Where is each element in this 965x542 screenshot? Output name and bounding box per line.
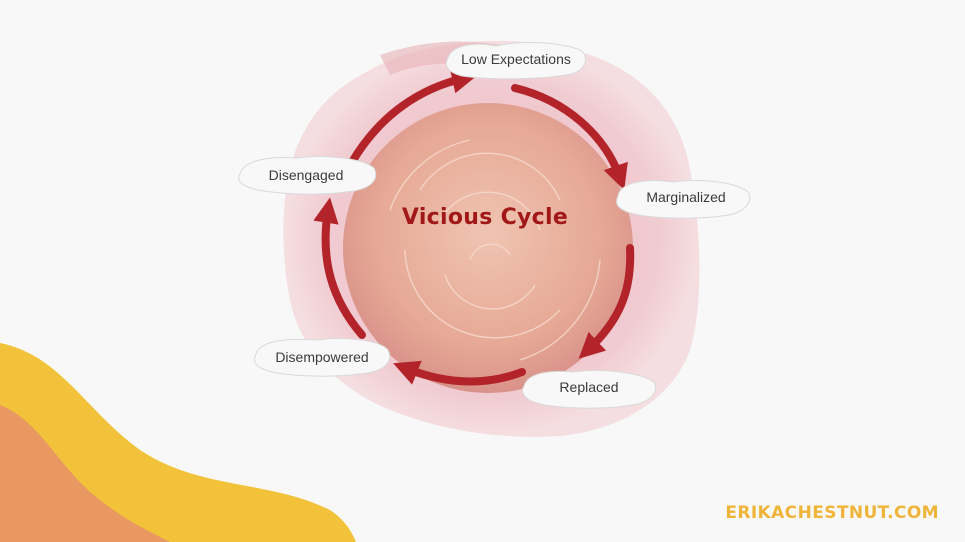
arrow-to-low-expectations [348, 68, 478, 166]
stage-label-replaced: Replaced [559, 379, 619, 395]
arrow-to-marginalized [511, 84, 628, 191]
cloud-disempowered [254, 337, 391, 377]
brand-url: ERIKACHESTNUT.COM [725, 503, 939, 523]
center-circle [343, 103, 633, 393]
arrow-to-disempowered [393, 360, 526, 386]
arrow-to-replaced [578, 244, 635, 359]
cloud-replaced [522, 370, 656, 409]
stage-label-disengaged: Disengaged [268, 167, 344, 183]
arrow-to-disengaged [313, 197, 366, 339]
label-clouds [238, 42, 751, 409]
stage-label-marginalized: Marginalized [646, 189, 726, 205]
stage-label-low-expectations: Low Expectations [461, 51, 571, 67]
cloud-disengaged [238, 156, 377, 195]
cloud-low-expectations [445, 42, 587, 80]
wave-orange [0, 405, 170, 542]
cloud-marginalized [616, 179, 751, 219]
center-swirls [389, 139, 601, 361]
diagram-title: Vicious Cycle [401, 205, 569, 230]
cycle-arrows [313, 68, 635, 386]
stage-label-disempowered: Disempowered [275, 349, 369, 365]
